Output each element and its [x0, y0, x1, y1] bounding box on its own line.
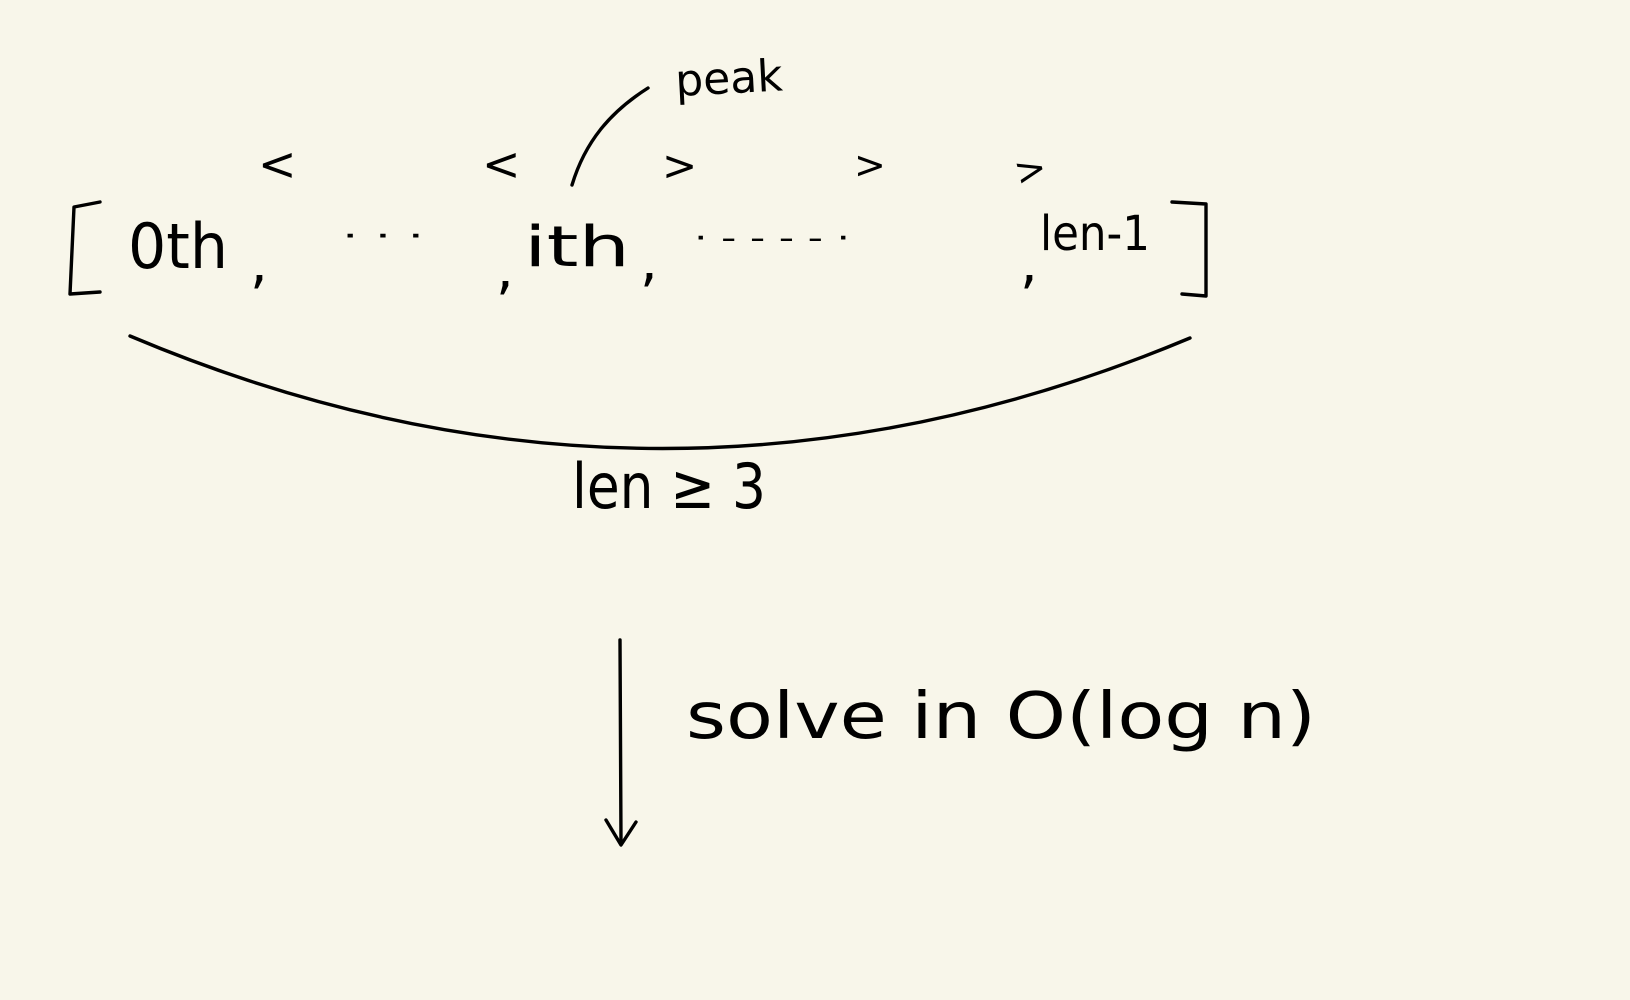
comparator-1: < — [258, 137, 297, 191]
separator-3: , — [640, 229, 658, 294]
array-underbrace — [128, 334, 1192, 451]
array-element-middle: ith — [524, 215, 630, 280]
down-arrow-shaft — [618, 638, 623, 844]
length-condition: len ≥ 3 — [572, 450, 766, 523]
separator-4: , — [1020, 231, 1038, 296]
comparator-5: > — [1010, 144, 1052, 194]
separator-2: , — [496, 237, 514, 302]
separator-1: , — [250, 231, 268, 296]
down-arrow-head-icon — [604, 818, 638, 847]
peak-pointer-arrow — [570, 86, 650, 187]
comparator-2: < — [482, 137, 521, 191]
comparator-3: > — [662, 141, 697, 190]
complexity-requirement: solve in O(log n) — [686, 680, 1316, 754]
ellipsis-right: · - - - - · — [694, 221, 850, 256]
ellipsis-left: · · · — [342, 219, 424, 254]
peak-label: peak — [674, 50, 784, 107]
array-element-first: 0th — [128, 210, 228, 283]
right-bracket — [1170, 200, 1208, 298]
array-element-last: len-1 — [1040, 206, 1150, 262]
left-bracket — [68, 200, 102, 296]
comparator-4: > — [854, 143, 886, 187]
